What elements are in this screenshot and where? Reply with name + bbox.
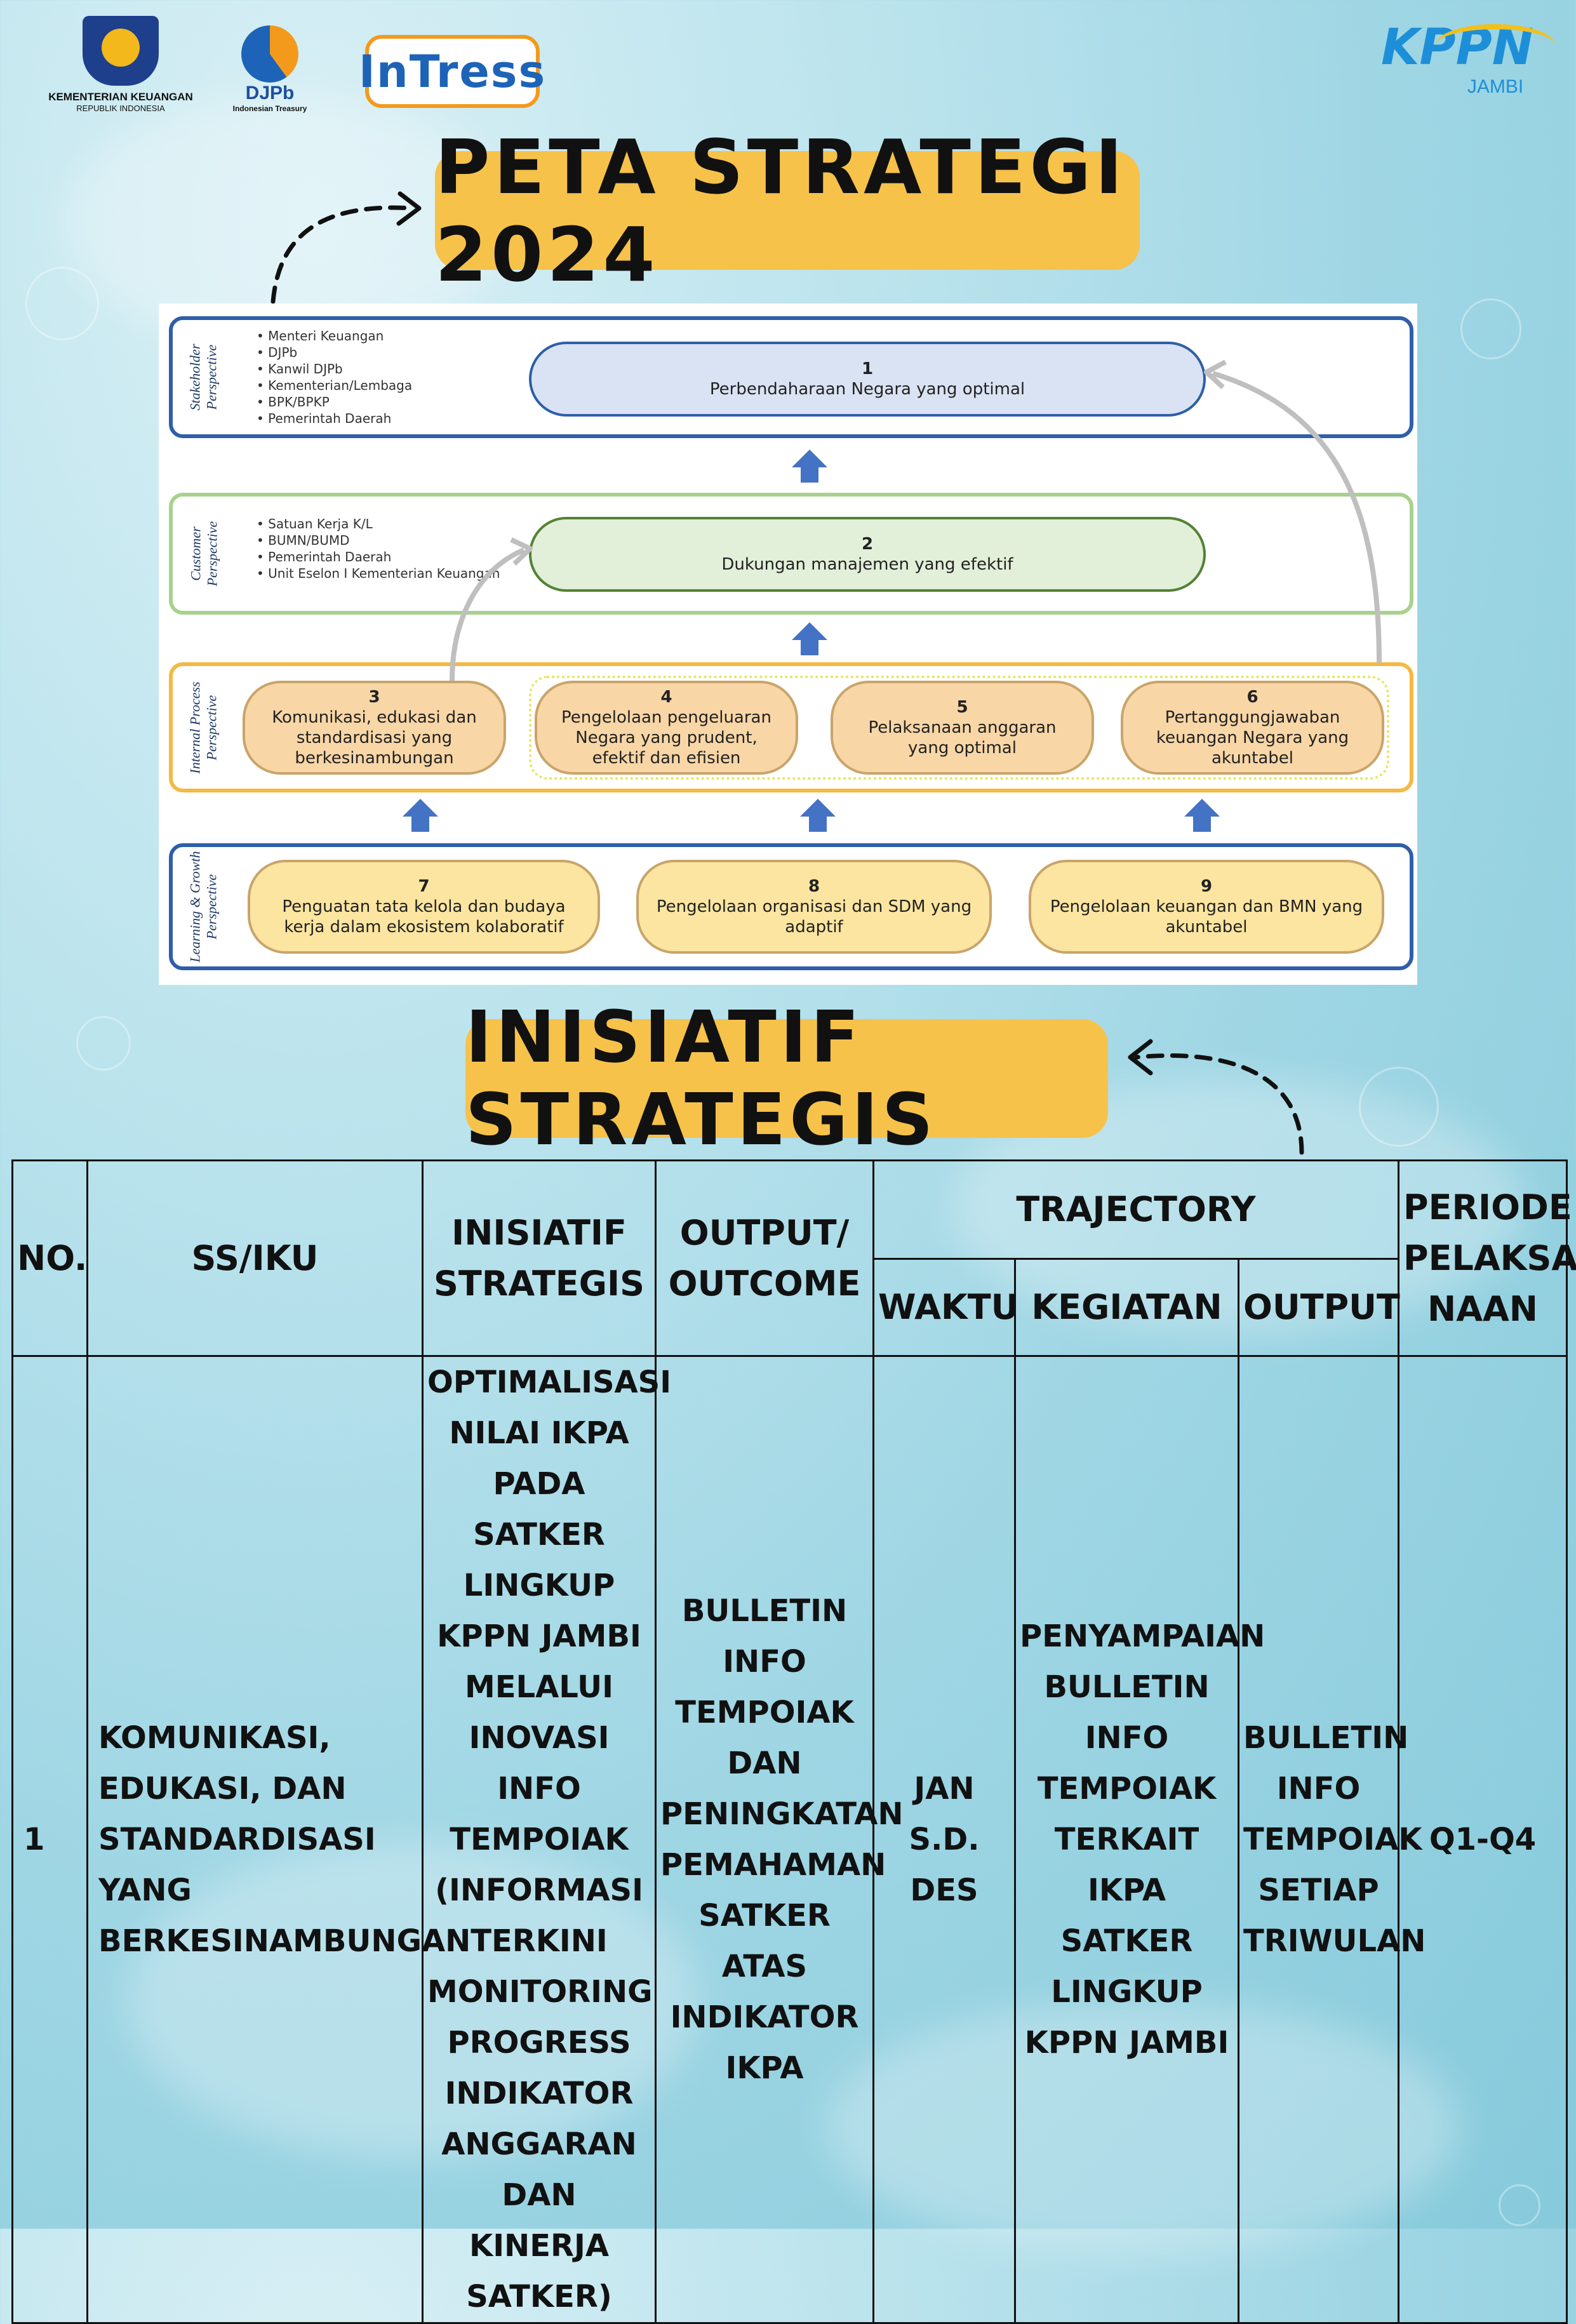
djpb-mark-icon [241, 25, 298, 83]
cell-initiative: OPTIMALISASI NILAI IKPA PADA SATKER LING… [422, 1355, 671, 2324]
node-7: 7 Penguatan tata kelola dan budaya kerja… [248, 860, 600, 954]
curve-connectors [450, 359, 1382, 681]
node-2: 2 Dukungan manajemen yang efektif [529, 517, 1206, 592]
header-output: OUTPUT [1238, 1258, 1400, 1357]
stakeholder-list: Menteri Keuangan DJPb Kanwil DJPb Kement… [257, 328, 412, 427]
djpb-logo-name: DJPb [245, 83, 295, 104]
curve-3-to-2-head [510, 537, 533, 566]
cell-ss-iku: KOMUNIKASI, EDUKASI, DAN STANDARDISASI Y… [86, 1355, 471, 2324]
dashed-arrow-to-title [270, 205, 415, 304]
header-output-outcome: OUTPUT/ OUTCOME [655, 1159, 874, 1357]
table-row: 1 KOMUNIKASI, EDUKASI, DAN STANDARDISASI… [11, 1355, 1568, 2324]
curve-3-to-2 [450, 547, 525, 681]
node-8: 8 Pengelolaan organisasi dan SDM yang ad… [636, 860, 992, 954]
kemenkeu-logo-line2: REPUBLIK INDONESIA [76, 104, 165, 113]
decorative-arrows [270, 191, 1304, 1155]
list-item: Menteri Keuangan [257, 328, 412, 344]
kemenkeu-logo: KEMENTERIAN KEUANGAN REPUBLIK INDONESIA [38, 16, 203, 124]
cell-kegiatan: PENYAMPAIAN BULLETIN INFO TEMPOIAK TERKA… [1014, 1355, 1265, 2324]
cell-no: 1 [11, 1355, 88, 2324]
nodes-4-6-group [529, 676, 1389, 780]
list-item: Kementerian/Lembaga [257, 377, 412, 394]
cell-waktu: JAN S.D. DES [872, 1355, 1016, 2324]
list-item: BUMN/BUMD [257, 532, 500, 549]
list-item: Pemerintah Daerah [257, 410, 412, 427]
kemenkeu-logo-line1: KEMENTERIAN KEUANGAN [48, 91, 193, 103]
header-trajectory: TRAJECTORY [872, 1159, 1399, 1260]
strategy-map-title: PETA STRATEGI 2024 [435, 123, 1127, 298]
node-9: 9 Pengelolaan keuangan dan BMN yang akun… [1029, 860, 1384, 954]
list-item: Satuan Kerja K/L [257, 516, 500, 532]
cell-output-outcome: BULLETIN INFO TEMPOIAK DAN PENINGKATAN P… [655, 1355, 904, 2324]
initiatives-table: NO. SS/IKU INISIATIF STRATEGIS OUTPUT/ O… [11, 1159, 1576, 2324]
initiatives-title: INISIATIF STRATEGIS [465, 996, 937, 1161]
intress-logo: InTress [359, 35, 545, 108]
list-item: Unit Eselon I Kementerian Keuangan [257, 565, 500, 582]
curve-6-to-1-head [1204, 359, 1227, 389]
list-item: DJPb [257, 344, 412, 361]
djpb-logo-tagline: Indonesian Treasury [232, 104, 307, 113]
dashed-arrow-to-initiatives [1134, 1053, 1304, 1155]
strategy-map-title-box: PETA STRATEGI 2024 [435, 123, 1140, 298]
node-3: 3 Komunikasi, edukasi dan standardisasi … [243, 681, 506, 775]
cell-periode: Q1-Q4 [1398, 1355, 1568, 2324]
header-initiative: INISIATIF STRATEGIS [422, 1159, 657, 1357]
header-no: NO. [11, 1159, 88, 1357]
kppn-logo: KPPN JAMBI [1359, 19, 1556, 102]
list-item: Pemerintah Daerah [257, 549, 500, 565]
header-kegiatan: KEGIATAN [1014, 1258, 1239, 1357]
djpb-logo: DJPb Indonesian Treasury [225, 25, 314, 121]
kppn-swoosh-icon [1435, 24, 1556, 67]
list-item: Kanwil DJPb [257, 361, 412, 377]
node-1: 1 Perbendaharaan Negara yang optimal [529, 342, 1206, 417]
header-waktu: WAKTU [872, 1258, 1018, 1357]
dashed-arrow-to-initiatives-head [1128, 1039, 1153, 1076]
curve-6-to-1 [1212, 371, 1382, 664]
node-5: 5 Pelaksanaan anggaran yang optimal [831, 681, 1094, 775]
kppn-logo-city: JAMBI [1467, 76, 1524, 97]
list-item: BPK/BPKP [257, 394, 412, 410]
cell-output: BULLETIN INFO TEMPOIAK SETIAP TRIWULAN [1238, 1355, 1426, 2324]
node-4: 4 Pengelolaan pengeluaran Negara yang pr… [535, 681, 798, 775]
initiatives-title-box: INISIATIF STRATEGIS [465, 996, 1108, 1161]
customer-list: Satuan Kerja K/L BUMN/BUMD Pemerintah Da… [257, 516, 500, 582]
header-ss-iku: SS/IKU [86, 1159, 424, 1357]
header-periode: PERIODE PELAKSA NAAN [1398, 1159, 1576, 1357]
dashed-arrow-to-title-head [396, 191, 422, 226]
garuda-emblem-icon [83, 16, 159, 86]
node-6: 6 Pertanggungjawaban keuangan Negara yan… [1121, 681, 1384, 775]
